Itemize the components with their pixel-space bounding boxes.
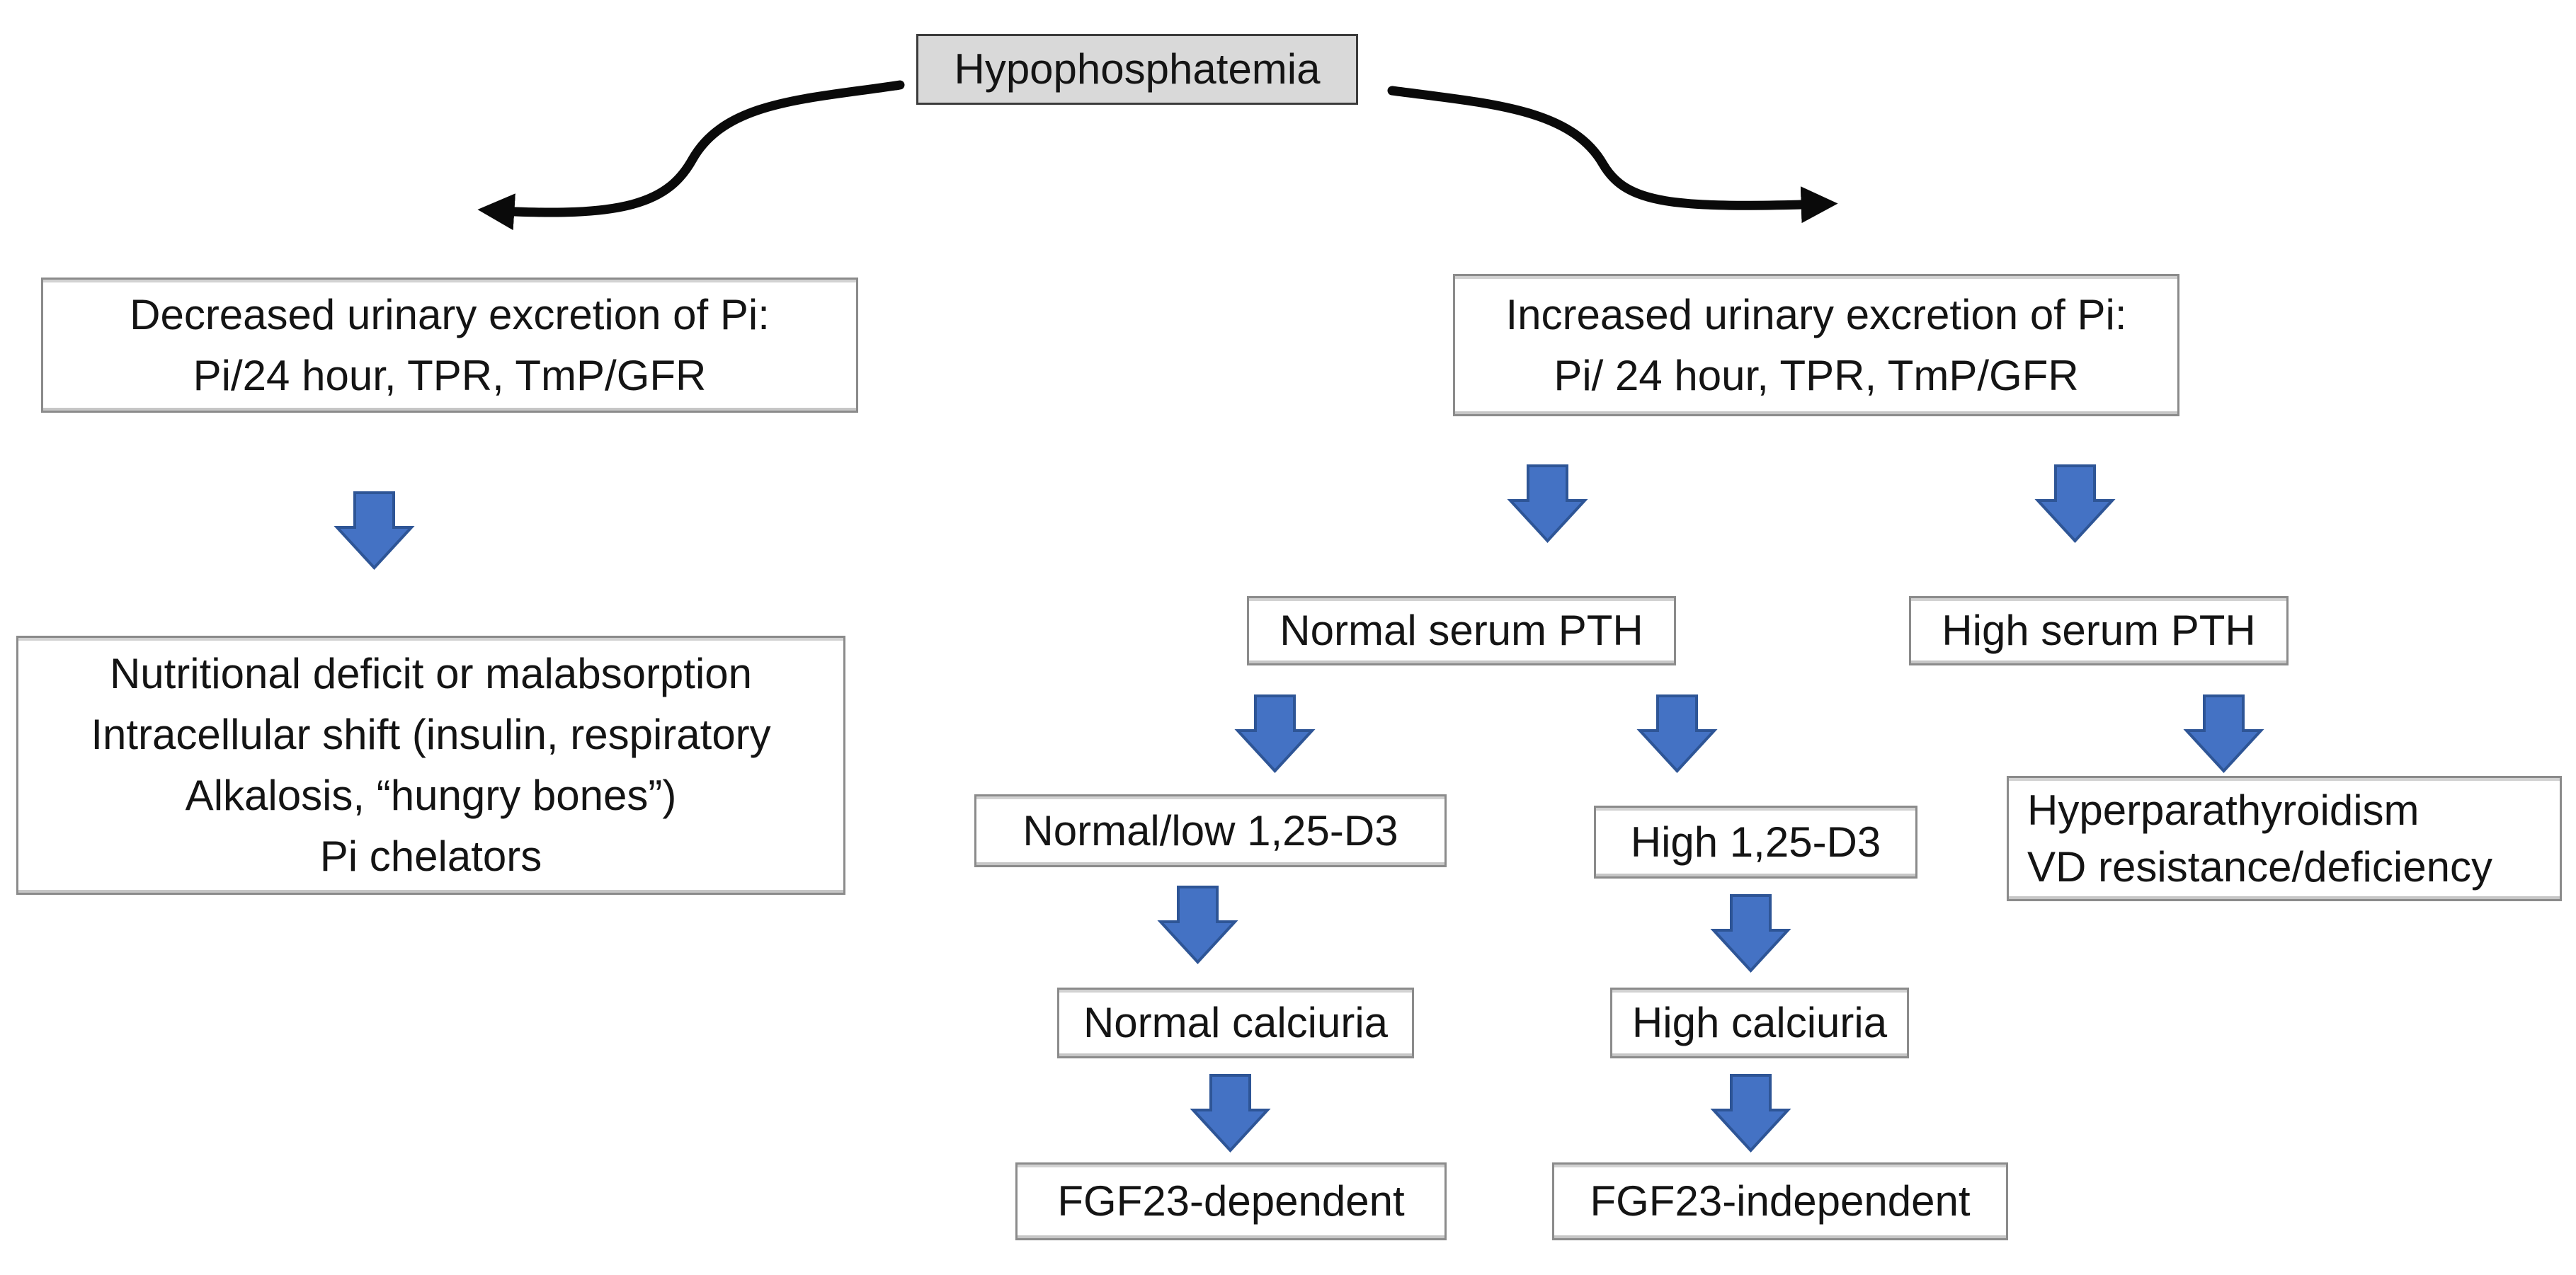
down-arrow-icon bbox=[1156, 885, 1239, 966]
node-high-d3: High 1,25-D3 bbox=[1594, 806, 1917, 879]
node-increased-excretion: Increased urinary excretion of Pi: Pi/ 2… bbox=[1453, 274, 2179, 416]
node-hypophosphatemia: Hypophosphatemia bbox=[916, 34, 1358, 105]
node-decreased-excretion: Decreased urinary excretion of Pi: Pi/24… bbox=[41, 278, 858, 413]
node-high-serum-pth: High serum PTH bbox=[1909, 596, 2289, 665]
node-normal-low-d3: Normal/low 1,25-D3 bbox=[974, 794, 1447, 867]
down-arrow-icon bbox=[2034, 464, 2116, 544]
curved-arrow-left bbox=[477, 80, 905, 231]
down-arrow-icon bbox=[1709, 1073, 1792, 1154]
curved-arrow-right bbox=[1387, 86, 1838, 224]
down-arrow-icon bbox=[1709, 893, 1792, 974]
node-fgf23-dependent: FGF23-dependent bbox=[1015, 1162, 1447, 1240]
node-normal-serum-pth: Normal serum PTH bbox=[1247, 596, 1676, 665]
node-high-calciuria: High calciuria bbox=[1610, 988, 1909, 1058]
down-arrow-icon bbox=[333, 491, 416, 571]
node-nutritional-causes: Nutritional deficit or malabsorption Int… bbox=[16, 636, 845, 895]
node-normal-calciuria: Normal calciuria bbox=[1057, 988, 1414, 1058]
node-hyperparathyroidism: Hyperparathyroidism VD resistance/defici… bbox=[2007, 776, 2562, 901]
down-arrow-icon bbox=[1636, 694, 1719, 774]
down-arrow-icon bbox=[1233, 694, 1316, 774]
down-arrow-icon bbox=[2182, 694, 2265, 774]
down-arrow-icon bbox=[1506, 464, 1589, 544]
node-fgf23-independent: FGF23-independent bbox=[1552, 1162, 2008, 1240]
down-arrow-icon bbox=[1189, 1073, 1272, 1154]
